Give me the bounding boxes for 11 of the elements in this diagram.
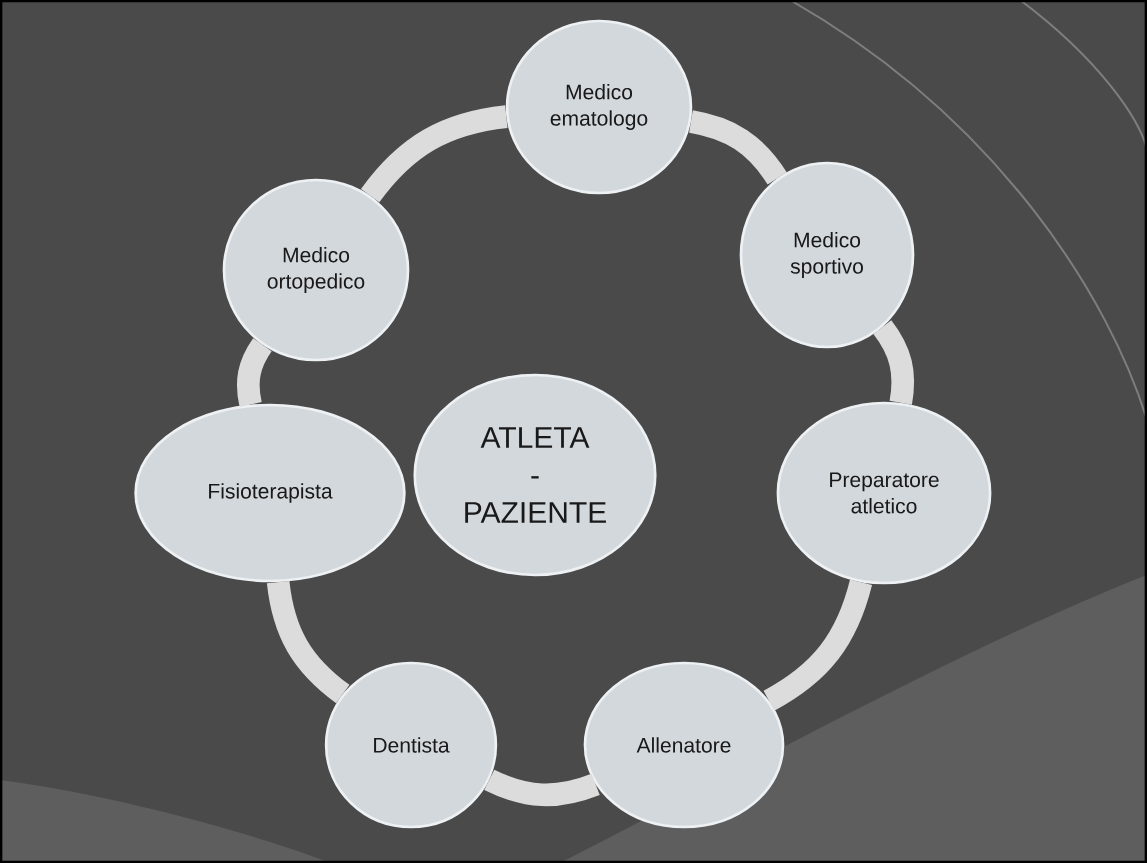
circle-node: Allenatore — [583, 661, 785, 829]
circle-node: Dentista — [324, 661, 498, 829]
circle-node: ATLETA - PAZIENTE — [413, 373, 657, 577]
circle-node: Preparatore atletico — [776, 401, 992, 585]
ring-connector — [763, 579, 872, 711]
circle-node: Medico sportivo — [739, 161, 915, 349]
ring-connector — [266, 580, 350, 704]
circle-node: Fisioterapista — [134, 403, 406, 583]
circle-node: Medico ematologo — [505, 19, 693, 195]
ring-connector — [361, 105, 508, 203]
circle-node: Medico ortopedico — [222, 178, 410, 362]
